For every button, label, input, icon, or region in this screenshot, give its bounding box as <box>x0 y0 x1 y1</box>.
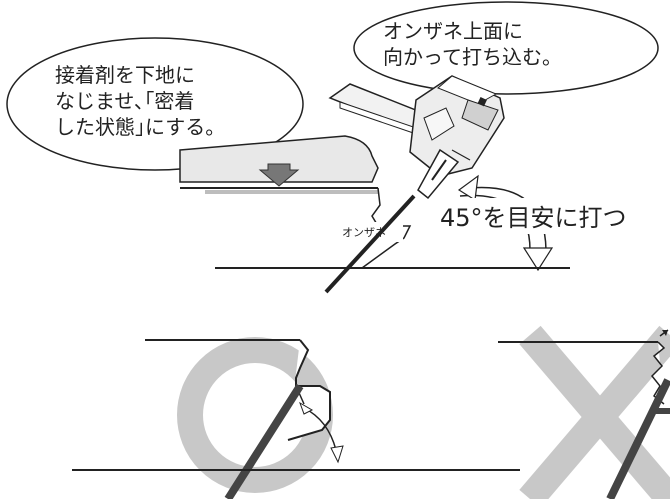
correct-mark-text: ○ <box>0 0 1 1</box>
nail-wrong <box>606 378 670 499</box>
bubble-right-line-1: オンザネ上面に <box>383 19 523 43</box>
angle-note: 45°を目安に打つ <box>440 204 627 232</box>
wrong-mark-text: × <box>0 0 1 1</box>
bubble-right-line-2: 向かって打ち込む。 <box>383 45 562 69</box>
bubble-left-line-3: した状態｣にする。 <box>55 115 225 139</box>
nail-correct <box>224 383 304 499</box>
nail-gun-tool <box>328 75 505 200</box>
flooring-board-top <box>179 135 379 194</box>
tongue-joint-top: オンザネ <box>333 187 412 269</box>
correct-example: ○ <box>0 0 520 499</box>
wrong-mark-stroke-2 <box>519 325 670 499</box>
press-down-arrow <box>258 163 300 187</box>
nail-top <box>324 194 416 294</box>
bubble-left-line-1: 接着剤を下地に <box>55 63 195 87</box>
speech-bubble-left: 接着剤を下地に なじませ､｢密着 した状態｣にする。 <box>6 37 304 171</box>
bubble-left-line-2: なじませ､｢密着 <box>55 89 194 113</box>
speech-bubble-right: オンザネ上面に 向かって打ち込む。 <box>353 1 659 95</box>
